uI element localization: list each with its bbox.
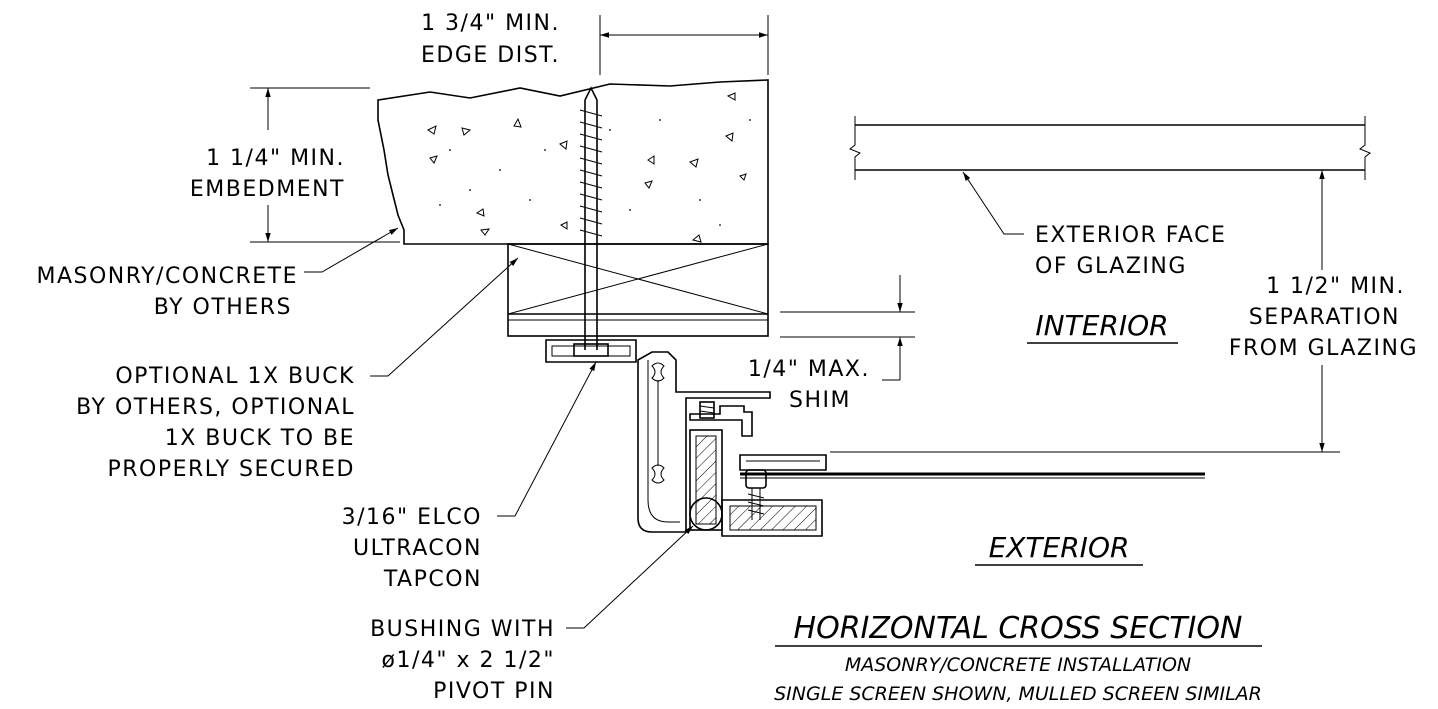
bushing-label-1: BUSHING WITH (370, 617, 555, 642)
embedment-label-2: EMBEDMENT (190, 177, 345, 202)
wood-buck (507, 243, 769, 337)
buck-label-4: PROPERLY SECURED (107, 457, 355, 482)
tapcon-label-1: 3/16" ELCO (342, 505, 482, 530)
screen-frame (545, 339, 827, 537)
concrete-block (377, 79, 769, 245)
tapcon-label-3: TAPCON (383, 567, 482, 592)
drawing-subtitle-1: MASONRY/CONCRETE INSTALLATION (845, 654, 1191, 676)
shim-label-2: SHIM (789, 388, 851, 413)
dimension-separation (830, 169, 1340, 453)
dimension-embedment (250, 87, 400, 243)
concrete-dots (439, 119, 751, 226)
edge-distance-label-1: 1 3/4" MIN. (421, 11, 560, 36)
drawing-subtitle-2: SINGLE SCREEN SHOWN, MULLED SCREEN SIMIL… (774, 683, 1262, 705)
dimension-edge-distance (599, 15, 769, 75)
concrete-hatch (427, 92, 747, 243)
buck-label-3: 1X BUCK TO BE (165, 426, 355, 451)
leader-lines (304, 171, 1024, 629)
masonry-label-2: BY OTHERS (154, 295, 292, 320)
bushing-label-2: ø1/4" x 2 1/2" (381, 648, 555, 673)
embedment-label-1: 1 1/4" MIN. (206, 146, 345, 171)
masonry-label-1: MASONRY/CONCRETE (36, 264, 298, 289)
buck-label-2: BY OTHERS, OPTIONAL (76, 395, 355, 420)
annotation-labels: 1 3/4" MIN. EDGE DIST. 1 1/4" MIN. EMBED… (36, 11, 1418, 704)
glazing-label-1: EXTERIOR FACE (1035, 223, 1226, 248)
interior-label: INTERIOR (1035, 309, 1168, 342)
separation-label-3: FROM GLAZING (1229, 336, 1418, 361)
title-block: HORIZONTAL CROSS SECTION MASONRY/CONCRET… (774, 611, 1262, 705)
buck-label-1: OPTIONAL 1X BUCK (115, 364, 355, 389)
edge-distance-label-2: EDGE DIST. (421, 43, 560, 68)
glazing-panel (849, 116, 1371, 180)
glazing-label-2: OF GLAZING (1035, 254, 1187, 279)
separation-label-1: 1 1/2" MIN. (1266, 274, 1405, 299)
shim-label-1: 1/4" MAX. (748, 357, 870, 382)
exterior-label: EXTERIOR (989, 531, 1130, 564)
tapcon-screw (573, 86, 609, 357)
separation-label-2: SEPARATION (1249, 305, 1400, 330)
screen-mesh (740, 472, 1205, 479)
dimension-shim (780, 275, 915, 381)
drawing-title: HORIZONTAL CROSS SECTION (794, 611, 1243, 646)
tapcon-label-2: ULTRACON (353, 536, 482, 561)
bushing-label-3: PIVOT PIN (433, 679, 555, 704)
